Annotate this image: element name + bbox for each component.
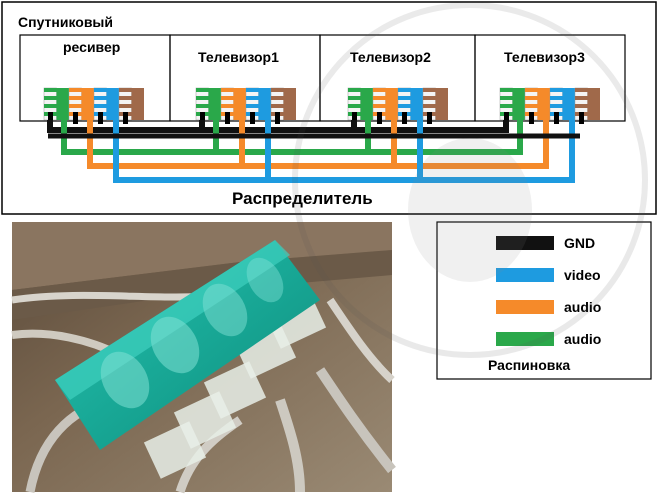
legend: GND video audio audio Распиновка bbox=[436, 221, 652, 380]
device-boxes bbox=[19, 34, 626, 122]
watermark-skull bbox=[292, 2, 648, 358]
device-labels: Спутниковый ресивер Телевизор1 Телевизор… bbox=[15, 12, 606, 68]
legend-item: audio bbox=[496, 299, 601, 315]
legend-item: video bbox=[496, 267, 601, 283]
bus-wire bbox=[113, 120, 575, 183]
port-pin bbox=[435, 88, 448, 120]
legend-label: audio bbox=[564, 331, 601, 347]
tv2-label: Телевизор2 bbox=[350, 49, 431, 65]
rj45-port bbox=[43, 87, 144, 124]
port-pin bbox=[385, 88, 398, 120]
legend-swatch bbox=[496, 332, 554, 346]
port-pin bbox=[106, 88, 119, 120]
rj45-port bbox=[195, 87, 296, 124]
legend-swatch bbox=[496, 268, 554, 282]
legend-item: GND bbox=[496, 235, 595, 251]
port-pin bbox=[410, 88, 423, 120]
legend-swatch bbox=[496, 300, 554, 314]
port-pin bbox=[258, 88, 271, 120]
port-pin bbox=[512, 88, 525, 120]
bus-wire bbox=[87, 120, 549, 169]
port-pin bbox=[587, 88, 600, 120]
device-box-tv3 bbox=[474, 34, 626, 122]
legend-label: GND bbox=[564, 235, 595, 251]
legend-label: video bbox=[564, 267, 601, 283]
rj45-ports bbox=[43, 87, 600, 124]
legend-title: Распиновка bbox=[488, 357, 570, 373]
legend-swatch bbox=[496, 236, 554, 250]
connector-photo bbox=[11, 222, 396, 494]
port-pin bbox=[562, 88, 575, 120]
bus-wires bbox=[47, 120, 580, 183]
port-pin bbox=[537, 88, 550, 120]
receiver-label-line2: ресивер bbox=[63, 39, 120, 55]
port-pin bbox=[131, 88, 144, 120]
port-pin bbox=[360, 88, 373, 120]
legend-label: audio bbox=[564, 299, 601, 315]
port-pin bbox=[81, 88, 94, 120]
rj45-port bbox=[499, 87, 600, 124]
port-pin bbox=[56, 88, 69, 120]
tv1-label: Телевизор1 bbox=[198, 49, 279, 65]
port-pin bbox=[233, 88, 246, 120]
bus-wire bbox=[47, 120, 509, 133]
distributor-title: Распределитель bbox=[232, 189, 373, 208]
port-pin bbox=[208, 88, 221, 120]
receiver-label-line1: Спутниковый bbox=[18, 14, 113, 30]
port-pin bbox=[283, 88, 296, 120]
legend-item: audio bbox=[496, 331, 601, 347]
rj45-port bbox=[347, 87, 448, 124]
tv3-label: Телевизор3 bbox=[504, 49, 585, 65]
